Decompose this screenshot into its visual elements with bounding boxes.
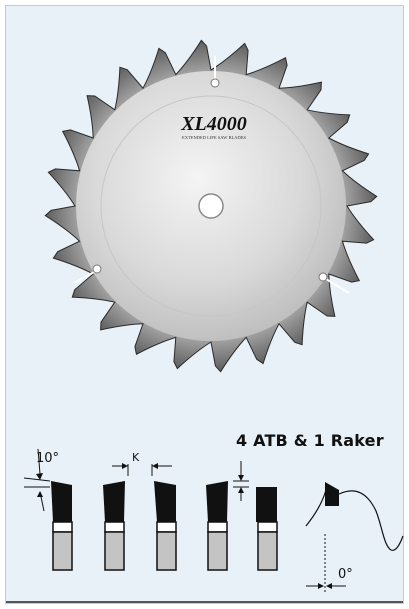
tooth-geometry-diagram: 10° K <box>23 448 404 592</box>
vent-hole-right <box>318 272 328 282</box>
hook-angle-value: 0° <box>338 567 353 582</box>
tooth-atb-1 <box>51 481 73 571</box>
vent-hole-top <box>210 78 220 88</box>
tooth-atb-4 <box>206 481 228 571</box>
blade-tagline: EXTENDED LIFE SAW BLADES <box>182 135 246 140</box>
blade-inner-ring <box>100 95 322 317</box>
vent-hole-left <box>92 264 102 274</box>
kerf-callout: K <box>112 451 172 476</box>
saw-blade-illustration: XL4000 EXTENDED LIFE SAW BLADES <box>44 39 378 373</box>
bottom-rule <box>6 601 403 603</box>
raker-height-callout <box>233 461 249 501</box>
tooth-configuration-label: 4 ATB & 1 Raker <box>236 431 384 450</box>
expansion-slot-left <box>73 270 97 284</box>
kerf-label: K <box>132 451 140 464</box>
blade-brand-logo: XL4000 <box>180 113 247 135</box>
tooth-atb-2 <box>103 481 125 571</box>
bevel-angle-value: 10° <box>36 451 59 466</box>
tooth-raker <box>256 487 278 571</box>
tooth-atb-3 <box>154 481 177 571</box>
arbor-hole <box>198 193 224 219</box>
expansion-slot-right <box>325 278 350 294</box>
bevel-angle-callout: 10° <box>23 448 59 512</box>
product-panel: XL4000 EXTENDED LIFE SAW BLADES 4 ATB & … <box>5 5 404 604</box>
tooth-side-profile: 0° <box>305 482 404 592</box>
